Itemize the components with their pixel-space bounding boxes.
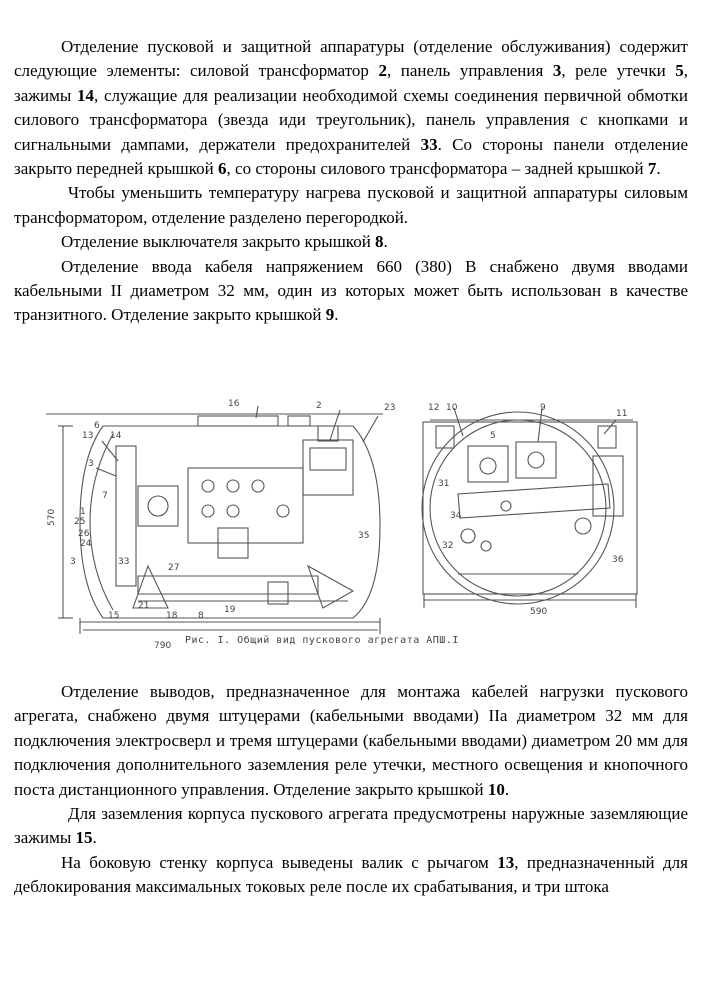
side-view-label: 15 [108,611,119,621]
front-view-label: 31 [438,479,449,489]
side-view-label: 7 [102,491,108,501]
paragraph: Отделение пусковой и защитной аппаратуры… [14,35,688,181]
text-run: . [334,305,339,325]
side-view-label: 13 [82,431,93,441]
reference-number: 15 [75,828,93,848]
side-view-label: 8 [198,611,204,621]
text-run: На боковую стенку корпуса выведены валик… [61,852,498,872]
paragraph: Отделение выводов, предназначенное для м… [14,680,688,802]
reference-number: 33 [420,134,438,154]
paragraph: Чтобы уменьшить температуру нагрева пуск… [14,181,688,230]
text-run: , панель управления [386,61,553,81]
front-view-label: 12 [428,403,439,413]
text-run: . [92,828,97,848]
side-view-label: 24 [80,539,92,549]
figure-caption: Рис. I. Общий вид пускового агрегата АПШ… [185,635,459,646]
front-view-label: 34 [450,511,462,521]
side-view-drawing [46,405,383,634]
text-run: . [504,779,510,799]
front-view-label: 36 [612,555,624,565]
reference-number: 13 [497,852,515,872]
reference-number: 8 [375,232,384,252]
text-run: . [656,159,661,179]
text-run: , предназначенный для деблокирования мак… [14,852,688,897]
reference-number: 5 [675,61,684,81]
text-run: . [383,232,388,252]
side-view-label: 21 [138,601,149,611]
text-run: Для заземления корпуса пускового агрегат… [14,804,688,848]
side-view-label: 2 [316,401,322,411]
top-text-block: Отделение пусковой и защитной аппаратуры… [14,35,688,328]
side-view-label: 1 [80,507,86,517]
reference-number: 10 [487,779,505,799]
text-run: Отделение ввода кабеля напряжением 660 (… [14,256,688,325]
reference-number: 7 [647,159,657,179]
reference-number: 9 [325,305,335,325]
side-view-label: 16 [228,399,240,409]
technical-drawing: 1622361314371252624333271521188193579012… [46,399,638,651]
side-view-label: 33 [118,557,129,567]
side-view-label: 26 [78,529,90,539]
text-run: , служащие для реализации необходимой сх… [14,85,688,154]
text-run: Отделение выводов, предназначенное для м… [14,682,688,799]
front-view-drawing [421,407,638,608]
side-view-label: 18 [166,611,178,621]
height-dimension-label: 570 [47,509,57,526]
front-view-label: 5 [490,431,496,441]
paragraph: Для заземления корпуса пускового агрегат… [14,802,688,851]
side-view-label: 19 [224,605,236,615]
side-view-label: 6 [94,421,100,431]
side-view-label: 790 [154,641,171,651]
reference-number: 6 [218,159,227,179]
text-run: Отделение пусковой и защитной аппаратуры… [14,37,688,81]
side-view-label: 3 [88,459,94,469]
text-run: Чтобы уменьшить температуру нагрева пуск… [14,183,688,227]
side-view-label: 25 [74,517,85,527]
front-view-label: 32 [442,541,453,551]
text-run: Отделение выключателя закрыто крышкой [61,232,376,252]
paragraph: Отделение ввода кабеля напряжением 660 (… [14,255,688,328]
side-view-label: 14 [110,431,122,441]
reference-number: 14 [77,85,95,105]
side-view-label: 35 [358,531,369,541]
front-view-label: 590 [530,607,547,617]
text-run: . Со стороны панели отделение закрыто пе… [14,134,689,179]
paragraph: Отделение выключателя закрыто крышкой 8. [14,230,688,254]
reference-number: 3 [552,61,562,81]
side-view-label: 27 [168,563,179,573]
text-run: , со стороны силового трансформатора – з… [226,159,648,179]
side-view-label: 3 [70,557,76,567]
reference-number: 2 [378,61,387,81]
front-view-label: 11 [616,409,627,419]
text-run: , зажимы [14,61,688,105]
bottom-text-block: Отделение выводов, предназначенное для м… [14,680,688,900]
front-view-label: 9 [540,403,546,413]
text-run: , реле утечки [561,61,676,81]
front-view-label: 10 [446,403,458,413]
paragraph: На боковую стенку корпуса выведены валик… [14,851,688,900]
side-view-label: 23 [384,403,395,413]
